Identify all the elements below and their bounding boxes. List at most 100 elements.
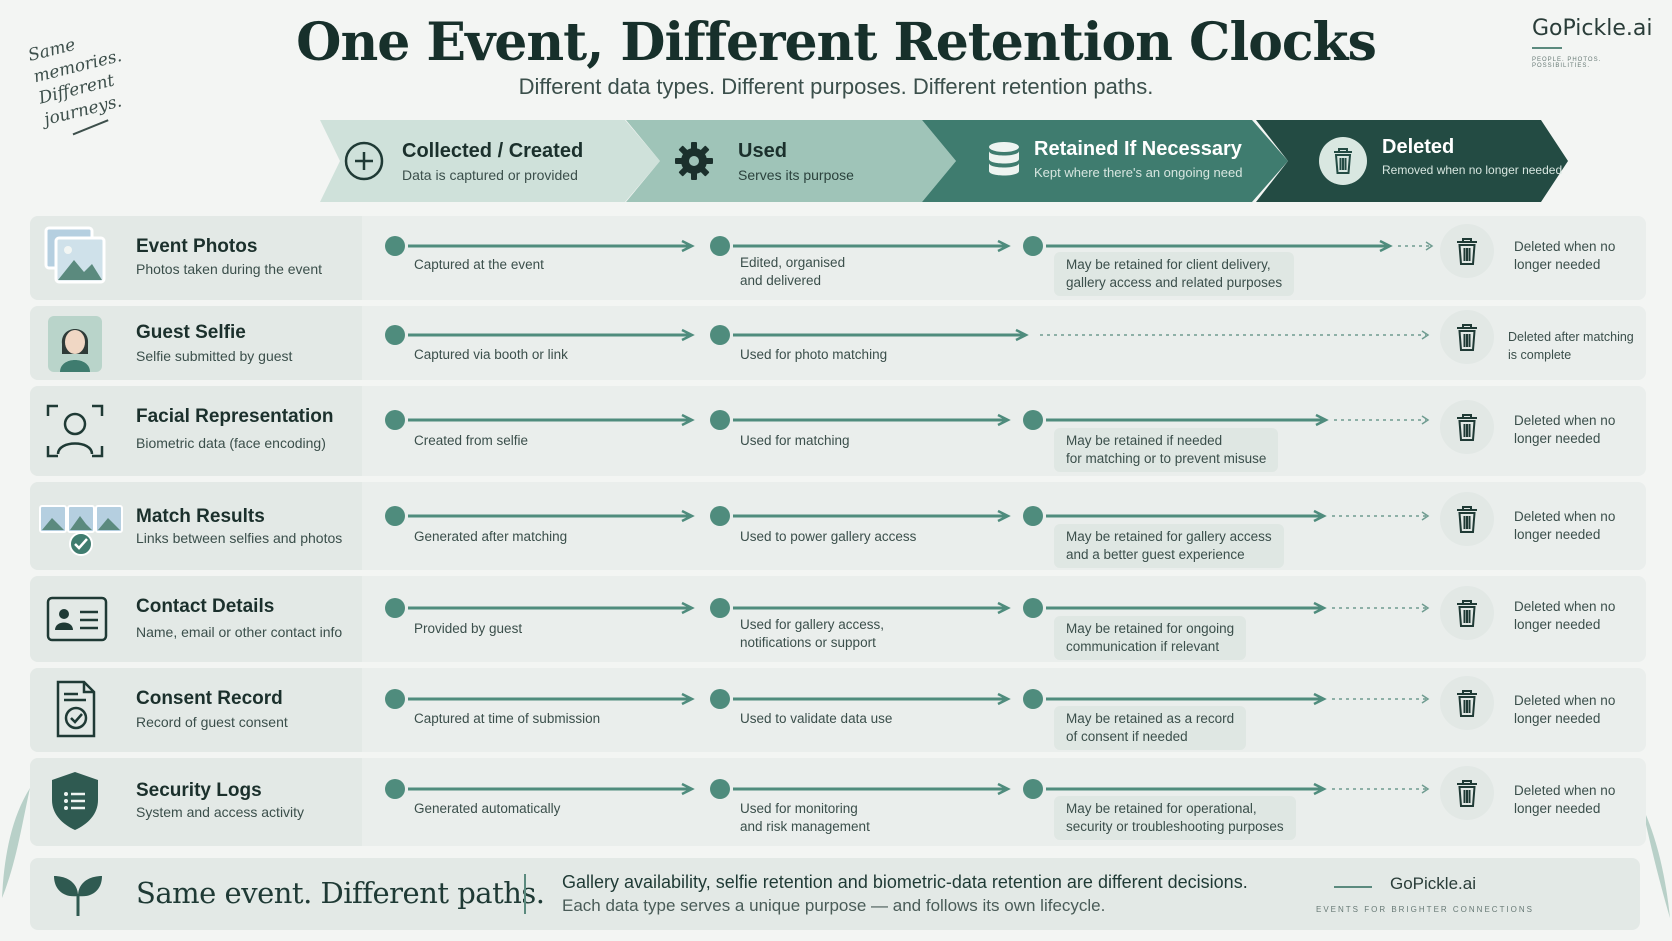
row-subtitle: Links between selfies and photos <box>136 530 343 546</box>
trash-icon <box>1319 137 1367 185</box>
row-match-results: Match Results Links between selfies and … <box>30 482 1646 570</box>
trash-icon <box>1457 238 1477 265</box>
trash-icon <box>1457 690 1477 717</box>
page-title: One Event, Different Retention Clocks <box>296 12 1377 73</box>
row-flow <box>385 779 1430 799</box>
stage-retained: Retained If Necessary Kept where there's… <box>922 120 1288 202</box>
collected-label: Captured at time of submission <box>414 711 601 726</box>
used-label: Used for monitoring and risk management <box>740 801 870 834</box>
footer-headline: Same event. Different paths. <box>136 876 545 910</box>
deleted-label: Deleted when no longer needed <box>1514 239 1616 272</box>
stage-subtitle: Data is captured or provided <box>402 167 578 183</box>
retained-label: May be retained for operational, securit… <box>1054 796 1296 840</box>
row-consent-record: Consent Record Record of guest consent C… <box>30 668 1646 752</box>
page-subtitle: Different data types. Different purposes… <box>518 74 1154 99</box>
row-subtitle: System and access activity <box>136 804 305 820</box>
collected-label: Generated after matching <box>414 529 568 544</box>
retained-label: May be retained if needed for matching o… <box>1054 428 1279 472</box>
row-flow <box>385 689 1430 709</box>
stage-title: Retained If Necessary <box>1034 138 1242 160</box>
shield-list-icon <box>52 772 98 830</box>
selfie-icon <box>48 316 102 372</box>
footer-brand-tagline: EVENTS FOR BRIGHTER CONNECTIONS <box>1316 905 1535 914</box>
deleted-label: Deleted when no longer needed <box>1514 413 1616 446</box>
brand-name: GoPickle.ai <box>1532 16 1653 41</box>
footer-brand-name: GoPickle.ai <box>1390 874 1476 893</box>
trash-icon <box>1457 600 1477 627</box>
row-subtitle: Selfie submitted by guest <box>136 348 293 364</box>
row-security-logs: Security Logs System and access activity… <box>30 758 1646 846</box>
row-flow <box>385 325 1430 345</box>
row-facial-representation: Facial Representation Biometric data (fa… <box>30 386 1646 476</box>
retained-label: May be retained for gallery access and a… <box>1054 524 1284 568</box>
collected-label: Captured at the event <box>414 257 544 272</box>
row-title: Event Photos <box>136 236 258 257</box>
brand-logo: GoPickle.ai PEOPLE. PHOTOS. POSSIBILITIE… <box>1532 16 1652 69</box>
trash-icon <box>1457 324 1477 351</box>
photos-icon <box>44 226 106 284</box>
sprout-icon <box>54 876 102 916</box>
used-label: Used for photo matching <box>740 347 888 362</box>
footer-line-2: Each data type serves a unique purpose —… <box>562 896 1106 915</box>
trash-icon <box>1457 506 1477 533</box>
stage-subtitle: Removed when no longer needed <box>1382 163 1563 177</box>
row-flow <box>385 598 1430 618</box>
collected-label: Created from selfie <box>414 433 529 448</box>
row-subtitle: Record of guest consent <box>136 714 288 730</box>
row-title: Facial Representation <box>136 406 334 427</box>
row-label-box <box>30 386 362 476</box>
delete-badge <box>1440 224 1494 278</box>
delete-badge <box>1440 400 1494 454</box>
deleted-label: Deleted when no longer needed <box>1514 509 1616 542</box>
delete-badge <box>1440 492 1494 546</box>
delete-badge <box>1440 676 1494 730</box>
row-flow <box>385 506 1430 526</box>
row-title: Security Logs <box>136 780 262 801</box>
trash-icon <box>1457 414 1477 441</box>
stage-subtitle: Kept where there's an ongoing need <box>1034 165 1243 180</box>
stage-used: Used Serves its purpose <box>626 120 956 202</box>
deleted-label: Deleted when no longer needed <box>1514 783 1616 816</box>
retained-label: May be retained for client delivery, gal… <box>1054 252 1295 296</box>
brand-underline <box>1532 47 1562 49</box>
row-title: Match Results <box>136 506 265 527</box>
footer-banner: Same event. Different paths. Gallery ava… <box>30 858 1640 930</box>
row-contact-details: Contact Details Name, email or other con… <box>30 576 1646 662</box>
row-title: Guest Selfie <box>136 322 246 343</box>
database-icon <box>989 142 1019 176</box>
stage-deleted: Deleted Removed when no longer needed <box>1256 120 1568 202</box>
retained-label: May be retained as a record of consent i… <box>1054 706 1247 750</box>
used-label: Used for matching <box>740 433 850 448</box>
stage-title: Deleted <box>1382 136 1455 158</box>
used-label: Used to validate data use <box>740 711 893 726</box>
row-subtitle: Biometric data (face encoding) <box>136 435 326 451</box>
delete-badge <box>1440 310 1494 364</box>
row-title: Contact Details <box>136 596 275 617</box>
row-flow <box>385 410 1430 430</box>
row-guest-selfie: Guest Selfie Selfie submitted by guest C… <box>30 306 1646 380</box>
used-label: Used for gallery access, notifications o… <box>740 617 885 650</box>
delete-badge <box>1440 586 1494 640</box>
used-label: Edited, organised and delivered <box>740 255 846 288</box>
plus-circle-icon <box>344 141 384 181</box>
collected-label: Generated automatically <box>414 801 561 816</box>
deleted-label: Deleted when no longer needed <box>1514 693 1616 726</box>
row-title: Consent Record <box>136 688 283 709</box>
row-flow <box>385 236 1434 256</box>
stage-title: Used <box>738 140 787 162</box>
consent-document-icon <box>56 680 96 738</box>
delete-badge <box>1440 766 1494 820</box>
match-results-icon <box>39 505 123 556</box>
footer-divider <box>524 874 526 914</box>
stage-subtitle: Serves its purpose <box>738 167 854 183</box>
trash-icon <box>1457 780 1477 807</box>
collected-label: Captured via booth or link <box>414 347 568 362</box>
brand-tagline: PEOPLE. PHOTOS. POSSIBILITIES. <box>1532 57 1602 69</box>
leaf-decoration-right <box>1642 806 1670 918</box>
collected-label: Provided by guest <box>414 621 523 636</box>
contact-card-icon <box>46 596 108 642</box>
row-subtitle: Name, email or other contact info <box>136 624 343 640</box>
footer-line-1: Gallery availability, selfie retention a… <box>562 872 1248 892</box>
row-event-photos: Event Photos Photos taken during the eve… <box>30 216 1646 300</box>
row-subtitle: Photos taken during the event <box>136 261 323 277</box>
